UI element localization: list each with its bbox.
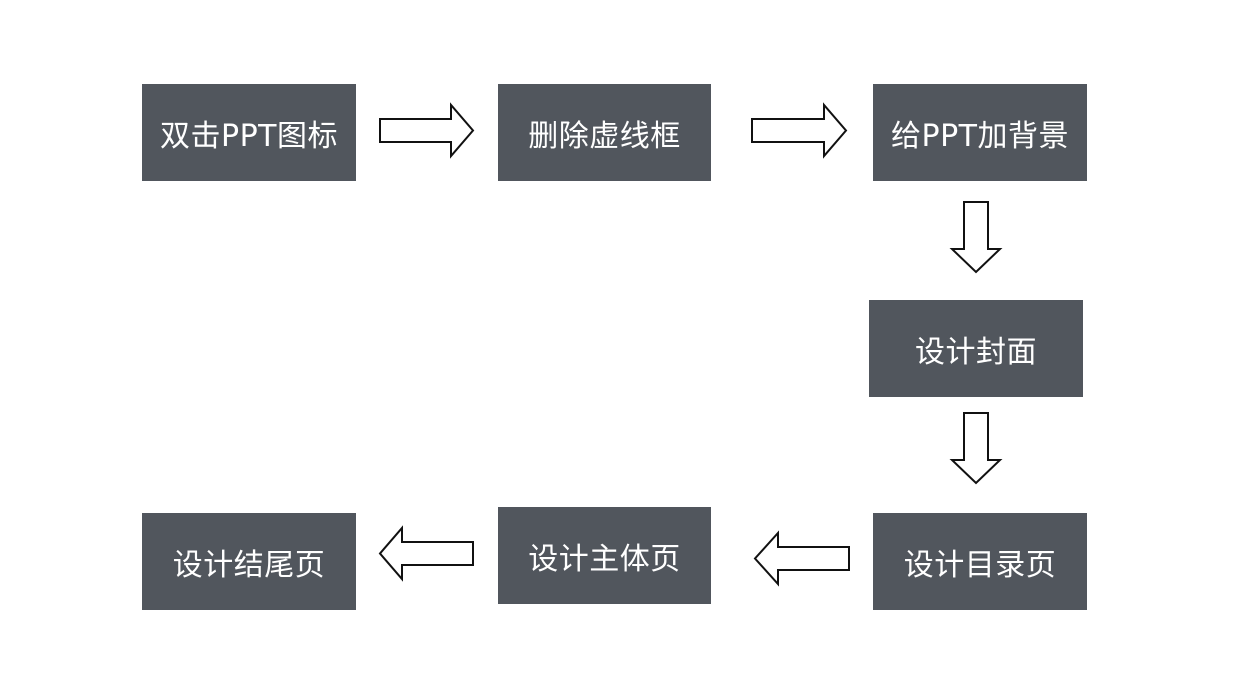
step-box-add-ppt-background: 给PPT加背景 <box>873 84 1087 181</box>
step-box-design-ending-page: 设计结尾页 <box>142 513 356 610</box>
arrow-right-icon <box>379 102 475 159</box>
arrow-down-icon <box>949 201 1003 274</box>
step-box-design-body-page: 设计主体页 <box>498 507 711 604</box>
step-box-double-click-ppt-icon: 双击PPT图标 <box>142 84 356 181</box>
arrow-left-icon <box>378 525 474 582</box>
step-box-design-toc-page: 设计目录页 <box>873 513 1087 610</box>
step-box-delete-dashed-frame: 删除虚线框 <box>498 84 711 181</box>
arrow-right-icon <box>751 102 848 159</box>
arrow-down-icon <box>949 412 1003 485</box>
arrow-left-icon <box>753 530 850 587</box>
step-box-design-cover: 设计封面 <box>869 300 1083 397</box>
